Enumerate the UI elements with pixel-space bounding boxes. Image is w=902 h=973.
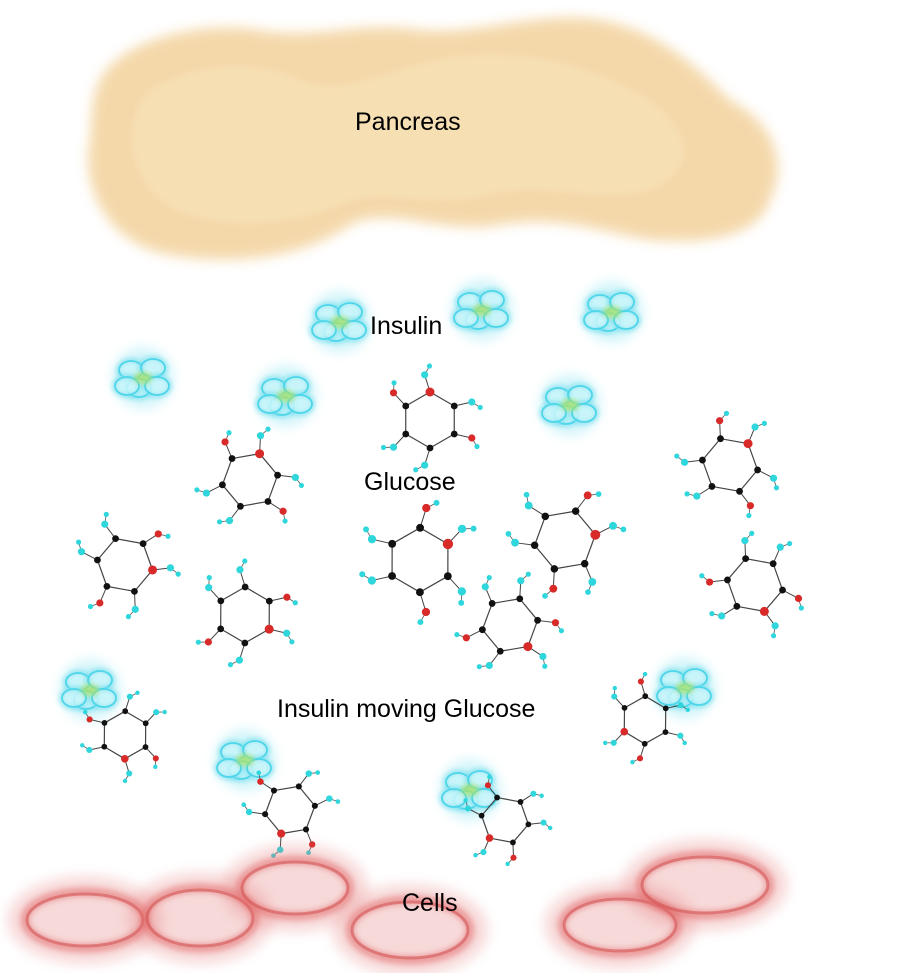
pancreas-label: Pancreas: [355, 108, 461, 136]
insulin-molecule: [451, 280, 512, 340]
cells-group: [7, 839, 788, 973]
glucose-molecule: [463, 774, 553, 867]
insulin-molecule: [581, 282, 642, 342]
glucose-molecule: [76, 511, 181, 620]
glucose-molecule: [195, 558, 298, 668]
cell: [332, 884, 488, 973]
insulin-molecule: [654, 658, 715, 718]
glucose-molecule: [454, 571, 565, 670]
glucose-molecule: [80, 690, 167, 784]
insulin-molecule: [439, 760, 500, 820]
cells-label: Cells: [402, 889, 458, 917]
insulin-molecule: [112, 348, 173, 408]
glucose-molecule: [699, 530, 804, 639]
insulin-molecule: [255, 366, 316, 426]
pancreas-shape: [88, 17, 778, 260]
glucose-molecule: [241, 770, 341, 858]
insulin-molecule: [214, 730, 275, 790]
glucose-molecule: [194, 426, 305, 525]
cell: [622, 839, 788, 931]
glucose-label: Glucose: [364, 468, 456, 496]
cell: [222, 844, 368, 932]
insulin-molecule: [59, 660, 120, 720]
glucose-molecule: [359, 499, 477, 626]
insulin-molecule: [309, 292, 370, 352]
glucose-molecule: [603, 671, 690, 765]
glucose-molecule: [380, 363, 483, 473]
glucose-molecule: [674, 410, 780, 519]
insulin-molecule: [539, 375, 600, 435]
glucose-molecule: [505, 491, 627, 599]
insulin-moving-glucose-label: Insulin moving Glucose: [277, 695, 536, 723]
insulin-label: Insulin: [370, 312, 443, 340]
